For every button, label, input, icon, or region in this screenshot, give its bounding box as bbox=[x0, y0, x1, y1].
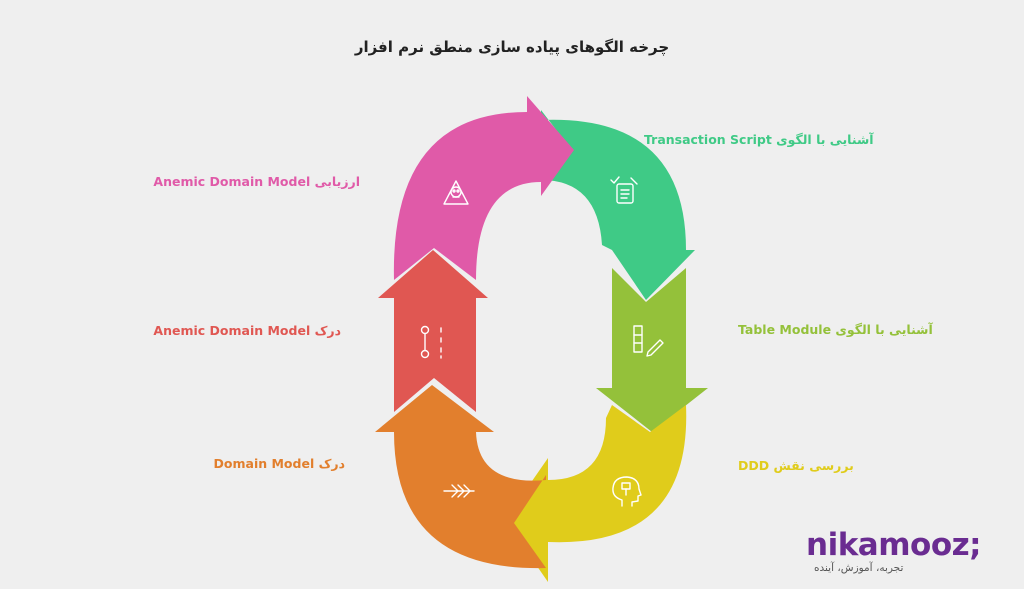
table-pencil-icon bbox=[633, 325, 664, 357]
label-anemic-evaluate: ارزیابی Anemic Domain Model bbox=[153, 174, 360, 189]
nikamooz-logo: nikamooz; تجربه، آموزش، آینده bbox=[806, 528, 1006, 578]
segment-transaction-script bbox=[541, 110, 695, 300]
segment-anemic-evaluate bbox=[393, 96, 574, 280]
head-puzzle-icon bbox=[612, 476, 642, 507]
flow-nodes-icon bbox=[420, 325, 442, 359]
label-transaction-script: آشنایی با الگوی Transaction Script bbox=[644, 132, 874, 147]
label-table-module: آشنایی با الگوی Table Module bbox=[738, 322, 933, 337]
skull-warning-icon bbox=[443, 180, 469, 205]
segment-anemic-understand bbox=[378, 250, 488, 412]
checklist-icon bbox=[610, 176, 638, 204]
segment-ddd bbox=[505, 405, 687, 582]
label-ddd: بررسی نقش DDD bbox=[738, 458, 854, 473]
segment-table-module bbox=[596, 268, 708, 432]
segment-domain-model bbox=[375, 385, 546, 569]
diagram-title: چرخه الگوهای پیاده سازی منطق نرم افزار bbox=[354, 38, 670, 56]
logo-wordmark: nikamooz; bbox=[806, 527, 982, 563]
wheat-arrow-icon bbox=[443, 484, 475, 498]
logo-tagline: تجربه، آموزش، آینده bbox=[814, 562, 904, 574]
label-anemic-understand: درک Anemic Domain Model bbox=[153, 323, 341, 338]
label-domain-model: درک Domain Model bbox=[213, 456, 345, 471]
